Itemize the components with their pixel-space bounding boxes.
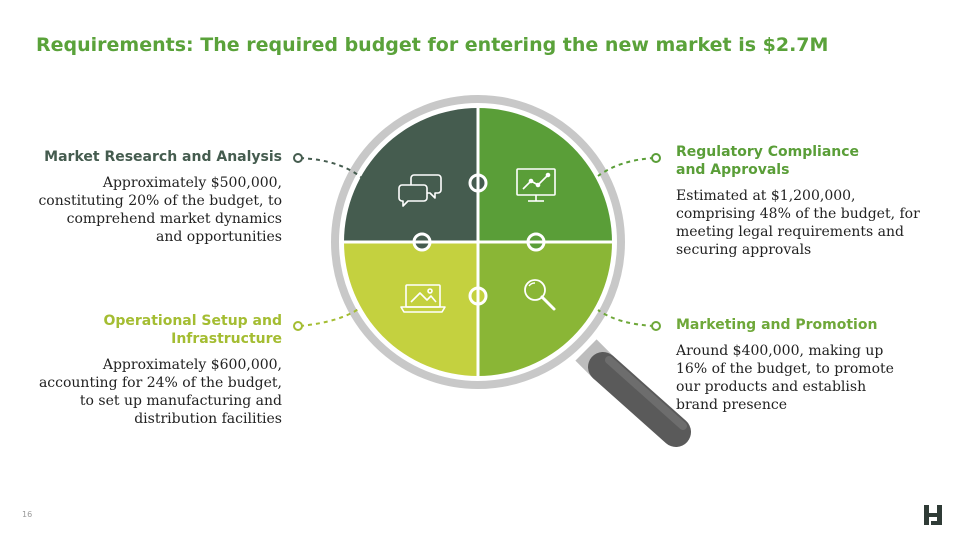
laptop-image-icon bbox=[400, 284, 446, 313]
connector-dot-regulatory bbox=[651, 153, 661, 163]
magnifier-handle bbox=[575, 339, 691, 447]
connector-dot-market-research bbox=[293, 153, 303, 163]
section-body: Estimated at $1,200,000, comprising 48% … bbox=[676, 188, 920, 258]
chat-bubbles-icon bbox=[398, 174, 442, 207]
slide-title: Requirements: The required budget for en… bbox=[36, 34, 829, 56]
connector-dot-marketing bbox=[651, 321, 661, 331]
section-heading: Regulatory Compliance and Approvals bbox=[676, 144, 860, 178]
section-regulatory: Regulatory Compliance and Approvals Esti… bbox=[676, 143, 936, 259]
magnifier-icon bbox=[524, 279, 556, 311]
brand-logo-icon bbox=[924, 505, 942, 525]
section-market-research: Market Research and Analysis Approximate… bbox=[30, 148, 282, 246]
connector-dot-operational bbox=[293, 321, 303, 331]
section-body: Approximately $600,000, accounting for 2… bbox=[38, 357, 282, 427]
monitor-chart-icon bbox=[516, 168, 556, 202]
connector-operational bbox=[299, 307, 361, 327]
section-body: Around $400,000, making up 16% of the bu… bbox=[676, 343, 894, 413]
section-heading: Marketing and Promotion bbox=[676, 317, 878, 333]
connector-marketing bbox=[597, 309, 655, 327]
section-heading: Market Research and Analysis bbox=[44, 149, 282, 165]
section-body: Approximately $500,000, constituting 20%… bbox=[38, 175, 282, 245]
page-number: 16 bbox=[22, 510, 33, 519]
section-operational: Operational Setup and Infrastructure App… bbox=[30, 312, 282, 428]
section-marketing: Marketing and Promotion Around $400,000,… bbox=[676, 316, 936, 414]
section-heading: Operational Setup and Infrastructure bbox=[103, 313, 282, 347]
